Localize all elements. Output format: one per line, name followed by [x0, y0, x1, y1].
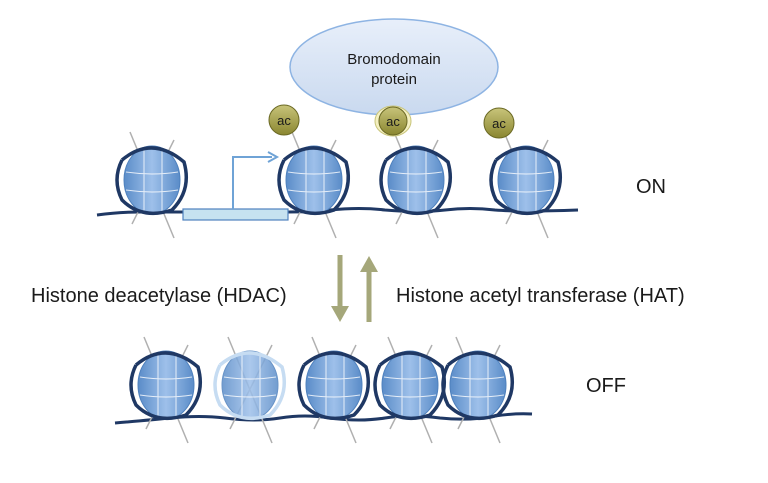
hat-label: Histone acetyl transferase (HAT): [396, 285, 685, 307]
nucleosome-off-1: [129, 336, 202, 444]
nucleosome-off-2: [213, 336, 286, 444]
acetyl-mark-1: ac: [268, 104, 300, 136]
bromodomain-protein: Bromodomain protein: [289, 18, 499, 116]
acetyl-label-3: ac: [492, 116, 506, 131]
nucleosome-off-3: [297, 336, 370, 444]
off-state-label: OFF: [586, 375, 626, 397]
transcription-start-arrow: [232, 151, 280, 209]
nucleosome-on-4: [489, 131, 562, 239]
nucleosome-on-3: [379, 131, 452, 239]
hdac-arrow: [331, 255, 349, 322]
hat-arrow: [360, 256, 378, 322]
nucleosome-off-5: [441, 336, 514, 444]
acetyl-mark-3: ac: [483, 107, 515, 139]
hdac-label: Histone deacetylase (HDAC): [31, 285, 287, 307]
acetyl-label-1: ac: [277, 113, 291, 128]
bromodomain-label-line2: protein: [371, 71, 417, 88]
on-state-label: ON: [636, 176, 666, 198]
acetyl-mark-2: ac: [374, 105, 412, 137]
nucleosome-on-2: [277, 131, 350, 239]
acetyl-label-2: ac: [386, 114, 400, 129]
nucleosome-on-1: [115, 131, 188, 239]
promoter-box: [182, 208, 289, 221]
bromodomain-label-line1: Bromodomain: [347, 51, 440, 68]
nucleosome-off-4: [373, 336, 446, 444]
